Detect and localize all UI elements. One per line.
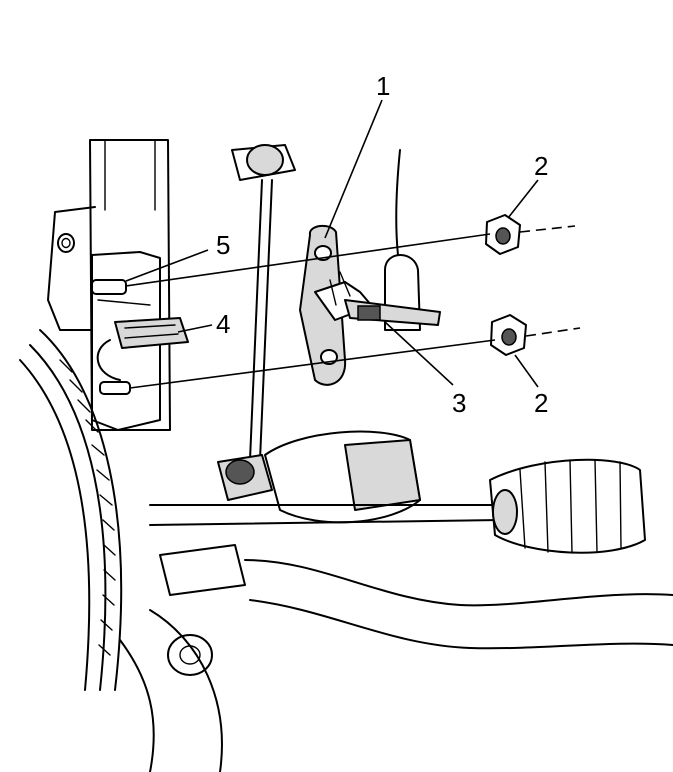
subframe: [119, 559, 673, 772]
sensor-connector: [114, 317, 189, 349]
brake-rotor: [19, 329, 123, 691]
stabilizer-link: [217, 144, 296, 501]
callout-2-lower: 2: [534, 388, 548, 418]
callout-5: 5: [216, 230, 230, 260]
nut-upper: [485, 214, 521, 255]
assembly-lines: [125, 225, 581, 389]
callout-1: 1: [376, 71, 390, 101]
callout-leaders: [125, 99, 539, 388]
nut-lower: [490, 314, 527, 356]
mounting-studs: [91, 279, 131, 395]
height-sensor: [314, 271, 441, 326]
callout-4: 4: [216, 309, 230, 339]
callout-2-upper: 2: [534, 151, 548, 181]
steering-gear: [149, 430, 646, 676]
callout-3: 3: [452, 388, 466, 418]
